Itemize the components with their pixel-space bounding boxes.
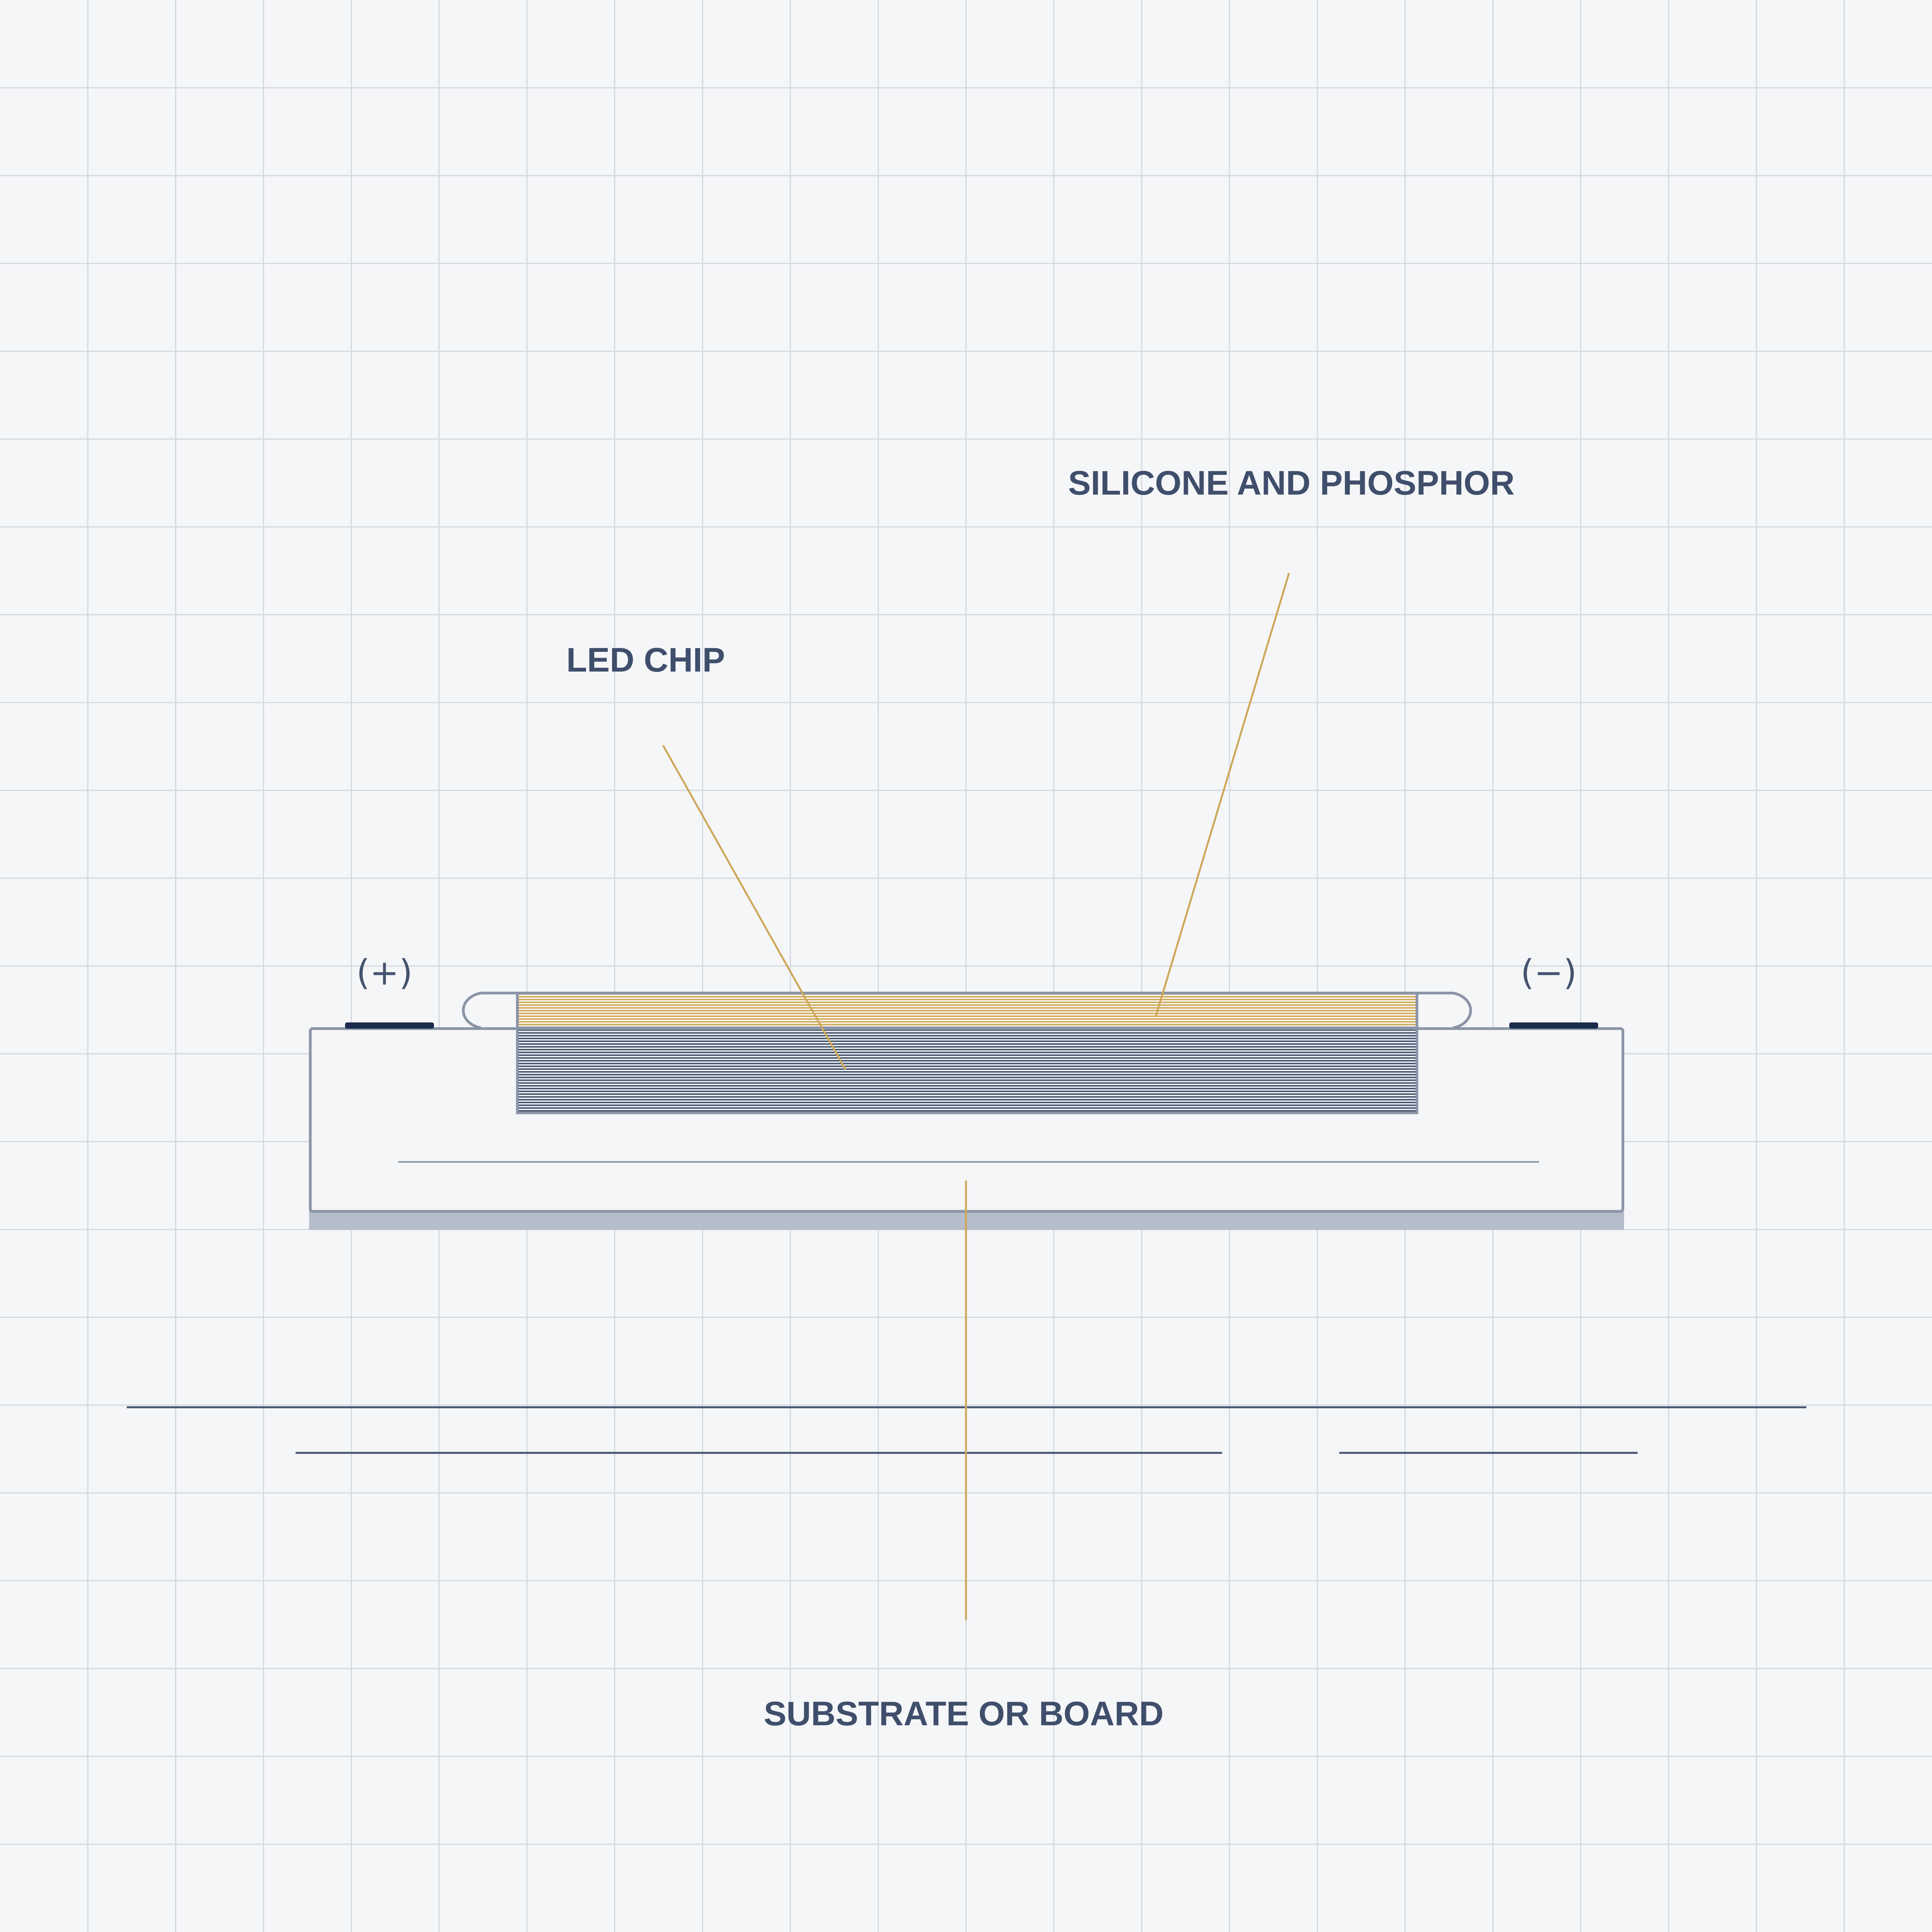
label-silicone-and-phosphor: SILICONE AND PHOSPHOR [1068, 464, 1515, 502]
leader-line-silicone [1155, 573, 1290, 1017]
leader-line-chip [662, 745, 847, 1070]
led-chip [516, 1027, 1418, 1114]
encapsulant-left-end [462, 992, 517, 1029]
positive-pad [345, 1022, 434, 1029]
positive-terminal-label: (+) [356, 952, 413, 993]
label-led-chip: LED CHIP [566, 641, 725, 679]
negative-pad [1509, 1022, 1598, 1029]
encapsulant-right-end [1417, 992, 1472, 1029]
label-substrate-or-board: SUBSTRATE OR BOARD [764, 1694, 1164, 1733]
negative-terminal-label: (−) [1520, 952, 1577, 993]
silicone-phosphor-layer [516, 992, 1418, 1029]
